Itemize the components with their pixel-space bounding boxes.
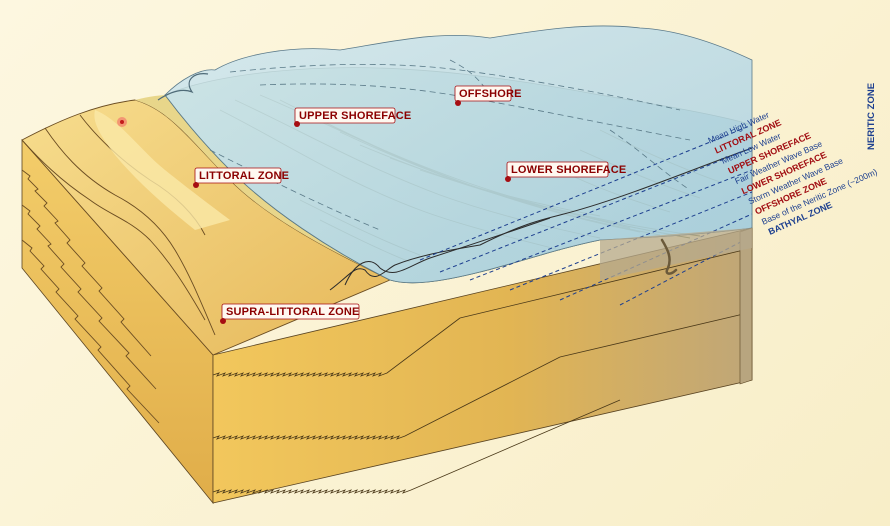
label-supra-littoral-zone: SUPRA-LITTORAL ZONE bbox=[220, 303, 360, 324]
bathyal-edge bbox=[600, 228, 752, 280]
front-face-strata bbox=[212, 247, 753, 494]
wave-crest bbox=[157, 73, 209, 101]
block-right-face bbox=[739, 227, 753, 385]
label-supra-littoral-zone-text: SUPRA-LITTORAL ZONE bbox=[226, 306, 360, 318]
sun-marker-core bbox=[120, 120, 124, 124]
label-lower-shoreface-text: LOWER SHOREFACE bbox=[511, 164, 626, 176]
label-lower-shoreface: LOWER SHOREFACE bbox=[505, 161, 626, 182]
label-offshore: OFFSHORE bbox=[454, 85, 522, 106]
water-depth-contours bbox=[209, 59, 691, 231]
left-face-strata bbox=[21, 169, 160, 424]
burrow-trace bbox=[660, 238, 678, 275]
label-littoral-zone-text: LITTORAL ZONE bbox=[199, 170, 289, 182]
legend-neritic-zone: NERITIC ZONE bbox=[866, 83, 877, 150]
label-offshore-text: OFFSHORE bbox=[459, 88, 522, 100]
dune-highlight bbox=[94, 110, 230, 230]
water-profile-lines bbox=[329, 147, 753, 291]
label-upper-shoreface-text: UPPER SHOREFACE bbox=[299, 110, 411, 122]
label-littoral-zone: LITTORAL ZONE bbox=[193, 167, 289, 188]
label-upper-shoreface: UPPER SHOREFACE bbox=[294, 107, 411, 127]
